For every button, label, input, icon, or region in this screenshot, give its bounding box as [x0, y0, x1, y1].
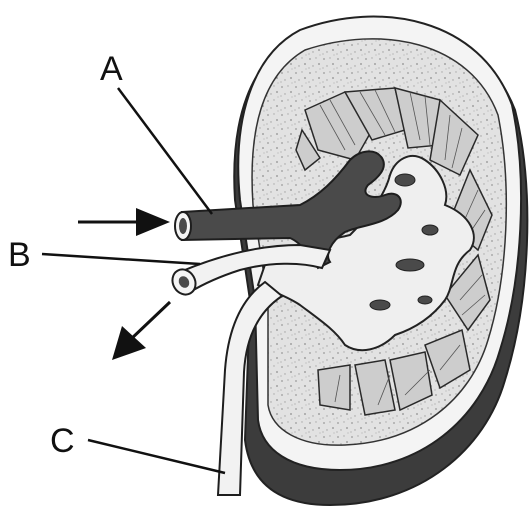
- label-b: B: [8, 236, 31, 274]
- inflow-arrow: [78, 208, 170, 236]
- leader-line-a: [118, 88, 212, 214]
- label-c: C: [50, 422, 75, 460]
- leader-line-c: [88, 440, 225, 473]
- leader-line-b: [42, 254, 200, 264]
- outflow-arrow: [112, 302, 170, 360]
- label-a: A: [100, 50, 123, 88]
